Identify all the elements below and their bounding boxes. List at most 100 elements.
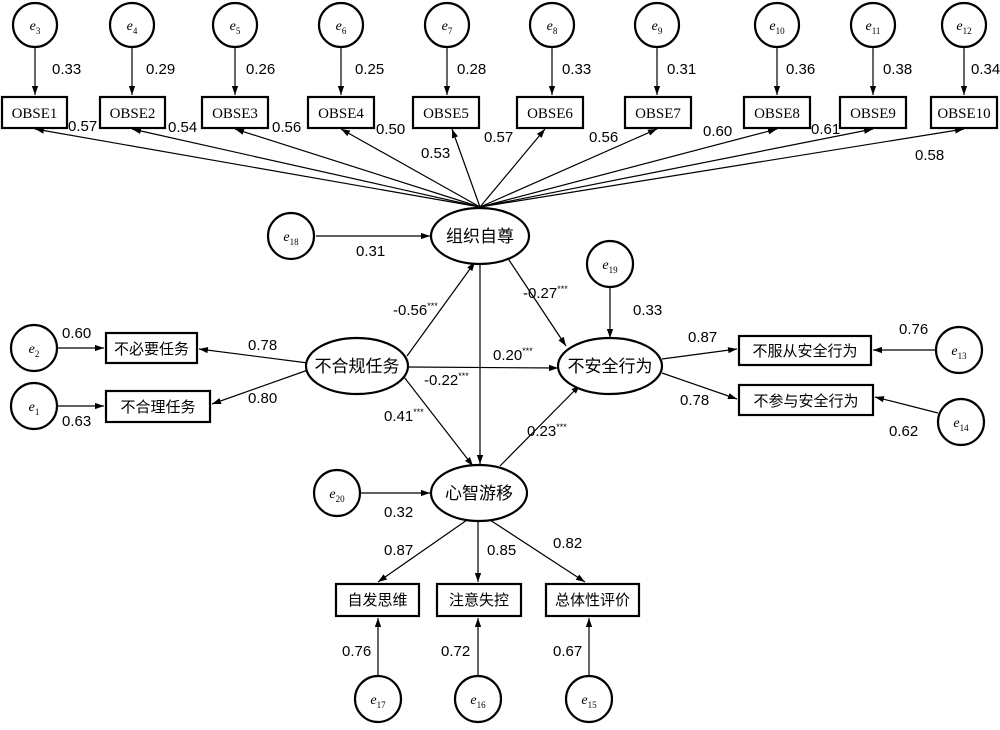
obse-error-circles: e3 e4 e5 e6 e7 e8 e9 e10	[11, 1, 988, 49]
coef-e16: 0.72	[441, 643, 470, 660]
svg-text:OBSE6: OBSE6	[527, 106, 573, 122]
svg-text:e5: e5	[230, 19, 241, 36]
loading-obse9	[479, 127, 874, 208]
loading-behavior2	[661, 372, 738, 400]
arrow-e14-behavior2	[874, 396, 939, 414]
svg-text:e13: e13	[951, 344, 967, 361]
indicator-behavior2: 不参与安全行为	[737, 383, 875, 417]
coef-e19: 0.33	[633, 302, 662, 319]
svg-text:e18: e18	[283, 230, 299, 247]
indicator-obse4: OBSE4	[306, 95, 376, 130]
coef-e15: 0.67	[553, 643, 582, 660]
loading-label-task1: 0.78	[248, 337, 277, 354]
indicator-mind2: 注意失控	[435, 582, 523, 618]
obse-indicators: OBSE1 OBSE2 OBSE3 OBSE4 OBSE5 OBSE6 OBSE…	[0, 95, 999, 130]
path-obse-to-behavior	[506, 256, 567, 347]
svg-text:OBSE7: OBSE7	[635, 106, 681, 122]
svg-text:OBSE8: OBSE8	[754, 106, 800, 122]
svg-text:e4: e4	[127, 19, 138, 36]
indicator-obse9: OBSE9	[838, 95, 908, 130]
loading-obse4	[340, 128, 481, 208]
loading-obse5	[451, 128, 481, 208]
error-e19: e19	[585, 239, 635, 289]
coef-e14: 0.62	[889, 423, 918, 440]
coef-e4: 0.29	[146, 61, 175, 78]
error-e6: e6	[317, 1, 365, 49]
path-label-obse-behavior: -0.27***	[523, 284, 568, 302]
svg-text:不合理任务: 不合理任务	[120, 399, 195, 416]
coef-e12: 0.34	[971, 61, 1000, 78]
path-label-obse-mind: -0.22***	[424, 371, 469, 389]
loading-behavior1	[661, 347, 738, 360]
svg-text:OBSE9: OBSE9	[850, 106, 896, 122]
coef-e8: 0.33	[562, 61, 591, 78]
loading-label-obse4: 0.50	[376, 121, 405, 138]
error-e10: e10	[753, 1, 801, 49]
path-label-task-obse: -0.56***	[393, 301, 438, 319]
error-e20: e20	[312, 468, 362, 518]
error-e18: e18	[266, 211, 316, 261]
error-e1: e1	[9, 381, 59, 431]
loading-label-mind2: 0.85	[487, 542, 516, 559]
loading-label-obse9: 0.61	[811, 121, 840, 138]
indicator-obse5: OBSE5	[411, 95, 481, 130]
svg-text:OBSE4: OBSE4	[318, 106, 364, 122]
svg-text:e7: e7	[442, 19, 453, 36]
indicator-obse6: OBSE6	[515, 95, 585, 130]
indicator-obse1: OBSE1	[0, 95, 69, 130]
loading-label-obse7: 0.56	[589, 129, 618, 146]
loading-obse8	[479, 128, 778, 208]
svg-text:不合规任务: 不合规任务	[315, 357, 400, 376]
error-e7: e7	[423, 1, 471, 49]
indicator-obse7: OBSE7	[623, 95, 693, 130]
svg-text:OBSE2: OBSE2	[110, 106, 156, 122]
error-e4: e4	[108, 1, 156, 49]
loading-obse10	[479, 127, 965, 208]
indicator-obse2: OBSE2	[98, 95, 167, 130]
loading-task1	[198, 347, 309, 364]
error-e3: e3	[11, 1, 59, 49]
error-e9: e9	[633, 1, 681, 49]
coef-e1: 0.63	[62, 413, 91, 430]
path-mind-to-behavior	[499, 384, 581, 467]
svg-text:注意失控: 注意失控	[449, 591, 509, 609]
indicator-mind1: 自发思维	[334, 582, 421, 618]
obse-loading-values: 0.57 0.54 0.56 0.50 0.53 0.57 0.56 0.60 …	[68, 118, 944, 164]
error-e12: e12	[940, 1, 988, 49]
coef-e7: 0.28	[457, 61, 486, 78]
loading-label-obse1: 0.57	[68, 118, 97, 135]
svg-text:不安全行为: 不安全行为	[568, 357, 653, 376]
indicator-task1: 不必要任务	[104, 331, 199, 365]
svg-text:OBSE10: OBSE10	[937, 106, 990, 122]
svg-text:OBSE3: OBSE3	[212, 106, 258, 122]
latent-obse: 组织自尊	[429, 206, 531, 266]
loading-obse6	[479, 128, 546, 208]
indicator-task2: 不合理任务	[104, 389, 212, 424]
coef-e17: 0.76	[342, 643, 371, 660]
coef-e18: 0.31	[356, 243, 385, 260]
error-e11: e11	[849, 1, 897, 49]
svg-text:不参与安全行为: 不参与安全行为	[753, 392, 858, 410]
coef-e2: 0.60	[62, 325, 91, 342]
indicator-obse3: OBSE3	[200, 95, 270, 130]
svg-text:总体性评价: 总体性评价	[555, 592, 630, 609]
loading-label-obse5: 0.53	[421, 145, 450, 162]
error-e15: e15	[564, 674, 614, 724]
svg-text:e20: e20	[329, 487, 345, 504]
coef-e13: 0.76	[899, 321, 928, 338]
svg-text:e15: e15	[581, 693, 597, 710]
loading-obse7	[479, 128, 658, 208]
svg-text:不必要任务: 不必要任务	[114, 341, 189, 358]
error-e16: e16	[453, 674, 503, 724]
indicator-obse8: OBSE8	[742, 95, 812, 130]
svg-text:e11: e11	[866, 19, 881, 36]
svg-text:e3: e3	[30, 19, 41, 36]
error-e5: e5	[211, 1, 259, 49]
path-task-to-mind	[403, 376, 474, 467]
loading-label-obse10: 0.58	[915, 147, 944, 164]
loading-obse1	[34, 127, 481, 208]
loading-label-obse6: 0.57	[484, 129, 513, 146]
svg-text:组织自尊: 组织自尊	[446, 227, 514, 246]
